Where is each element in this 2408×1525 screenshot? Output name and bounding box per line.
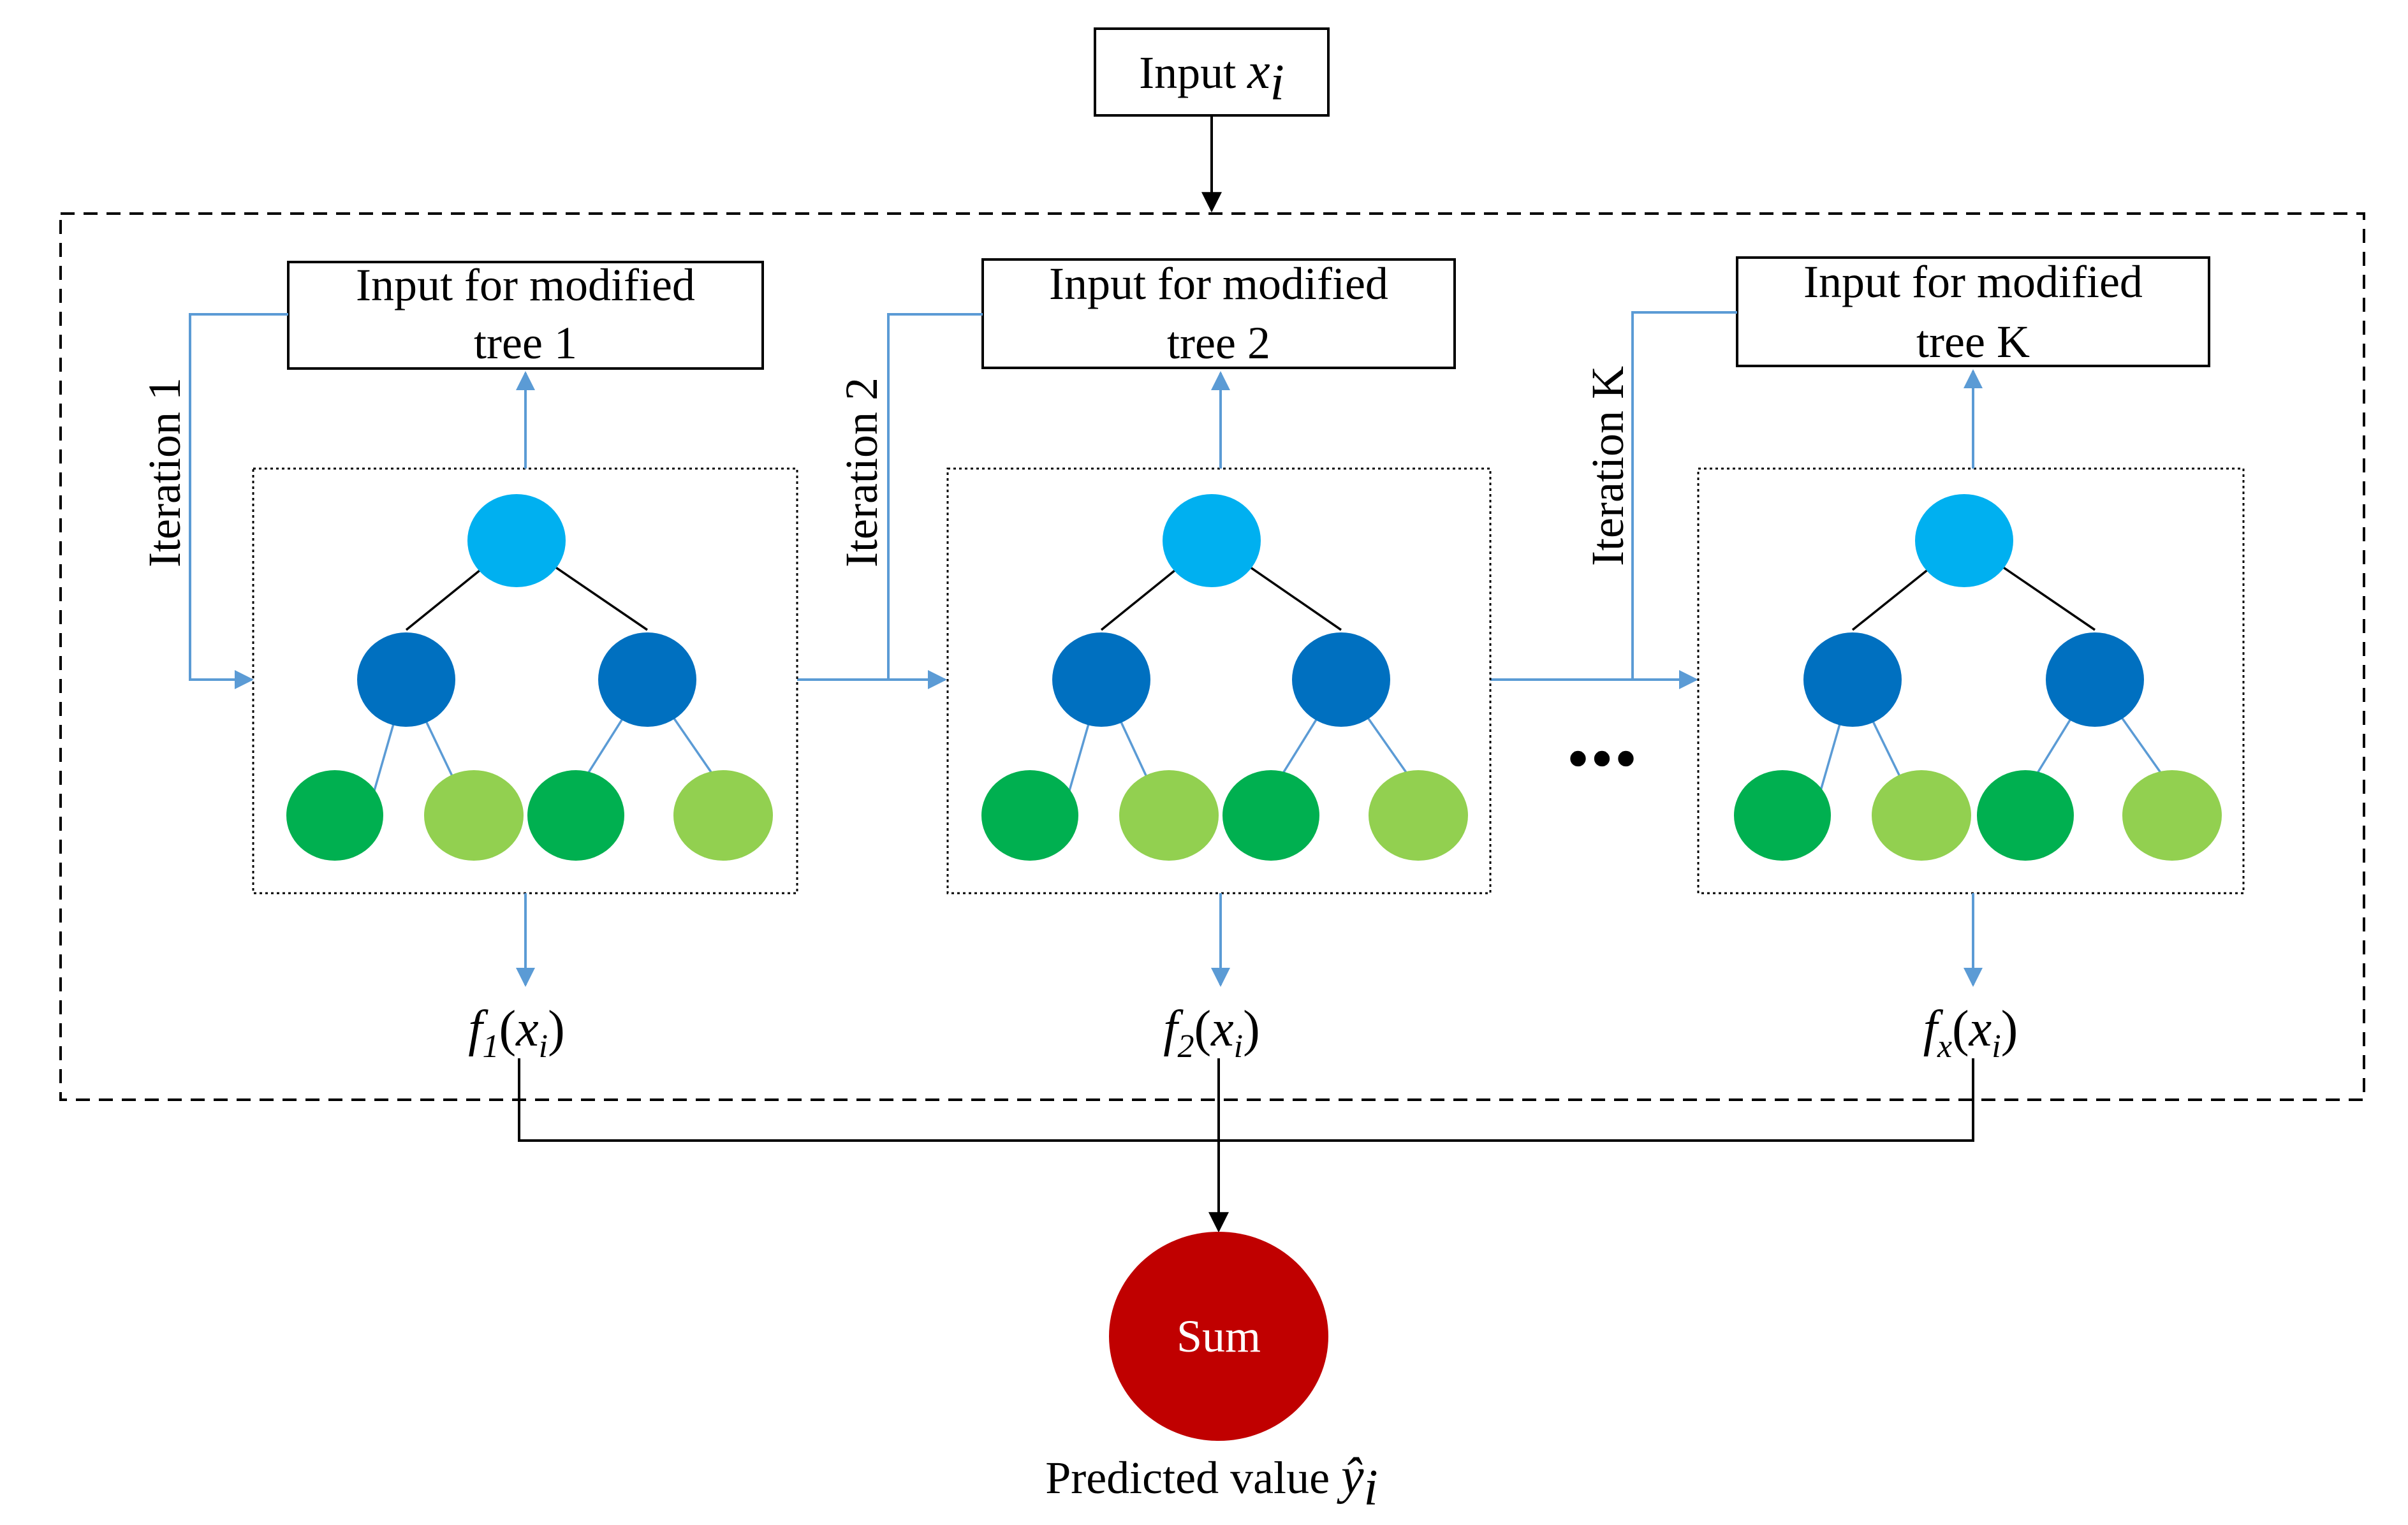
tree-panel-2	[946, 467, 1492, 894]
root-node	[1163, 494, 1261, 587]
iteration-label-k: Iteration K	[1582, 366, 1633, 566]
tree-group-2: Input for modified tree 2 Iteration 2 f2…	[836, 258, 1492, 1065]
aggregation-lines	[518, 1058, 1974, 1142]
leaf-node	[1369, 770, 1468, 861]
tree-output-k: fx(xi)	[1923, 1001, 2018, 1065]
leaf-node	[1872, 770, 1971, 861]
internal-node	[2046, 632, 2144, 727]
internal-node	[1052, 632, 1150, 727]
ellipsis: ...	[1566, 680, 1638, 786]
tree-input-box-2	[981, 258, 1456, 369]
sum-node	[1109, 1232, 1328, 1441]
leaf-node	[1977, 770, 2074, 861]
internal-node	[357, 632, 455, 727]
iteration-arrow-1	[189, 313, 288, 689]
tree-output-2: f2(xi)	[1163, 1001, 1259, 1065]
root-node	[467, 494, 566, 587]
leaf-node	[424, 770, 524, 861]
tree-input-line1-k: Input for modified	[1803, 256, 2143, 307]
tree-input-line2-k: tree K	[1916, 316, 2030, 367]
iteration-arrow-k	[1631, 311, 1737, 680]
ensemble-container	[59, 212, 2365, 1101]
tree-group-1: Input for modified tree 1 Iteration 1 f1…	[139, 259, 798, 1065]
tree-panel-k	[1697, 467, 2245, 894]
internal-node	[1292, 632, 1390, 727]
tree-input-box-1	[287, 261, 764, 370]
tree-input-line1-1: Input for modified	[356, 259, 695, 310]
leaf-node	[1119, 770, 1219, 861]
iteration-arrow-2	[887, 313, 983, 680]
tree-output-1: f1(xi)	[468, 1001, 564, 1065]
tree-input-line1-2: Input for modified	[1049, 258, 1388, 309]
leaf-node	[527, 770, 624, 861]
iteration-label-1: Iteration 1	[139, 377, 190, 567]
predicted-value-label: Predicted value ŷi	[1045, 1448, 1378, 1516]
tree-input-box-k	[1736, 256, 2210, 367]
input-box	[1094, 27, 1330, 117]
root-node	[1915, 494, 2013, 587]
leaf-node	[1734, 770, 1831, 861]
iteration-label-2: Iteration 2	[836, 377, 887, 567]
leaf-node	[673, 770, 773, 861]
tree-input-line2-1: tree 1	[474, 317, 577, 368]
leaf-node	[2122, 770, 2222, 861]
leaf-node	[1222, 770, 1319, 861]
leaf-node	[286, 770, 383, 861]
leaf-node	[981, 770, 1078, 861]
internal-node	[598, 632, 696, 727]
internal-node	[1803, 632, 1902, 727]
sum-label: Sum	[1177, 1311, 1261, 1362]
input-label: Input xi	[1139, 43, 1284, 111]
tree-input-line2-2: tree 2	[1167, 317, 1270, 368]
tree-group-k: Input for modified tree K Iteration K fx…	[1582, 256, 2245, 1065]
